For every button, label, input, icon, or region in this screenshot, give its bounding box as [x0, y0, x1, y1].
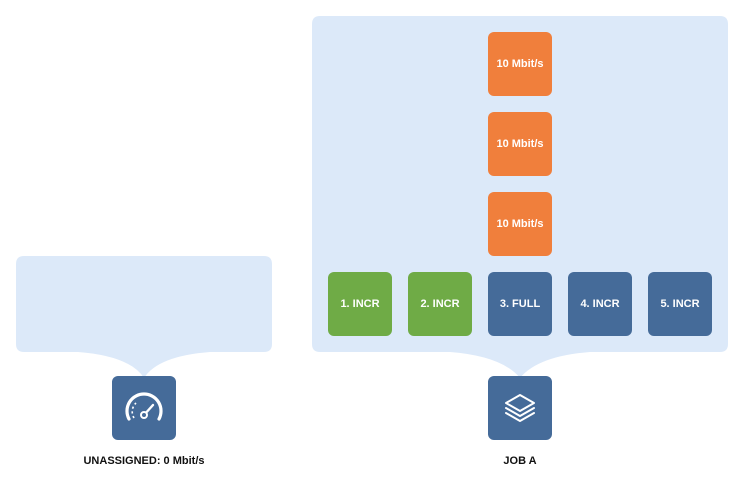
backup-label: 1. INCR	[340, 298, 380, 310]
layers-tile	[488, 376, 552, 440]
throttle-label: 10 Mbit/s	[496, 138, 544, 150]
throttle-label: 10 Mbit/s	[496, 58, 544, 70]
throttle-tile: 10 Mbit/s	[488, 32, 552, 96]
backup-tile-1: 1. INCR	[328, 272, 392, 336]
speedometer-icon	[125, 392, 163, 421]
backup-label: 5. INCR	[660, 298, 700, 310]
unassigned-panel	[16, 256, 272, 378]
throttle-label: 10 Mbit/s	[496, 218, 544, 230]
backup-tile-3: 3. FULL	[488, 272, 552, 336]
throttle-tile: 10 Mbit/s	[488, 112, 552, 176]
job-caption: JOB A	[503, 455, 537, 467]
backup-label: 3. FULL	[499, 298, 541, 310]
speedometer-tile	[112, 376, 176, 440]
backup-tile-4: 4. INCR	[568, 272, 632, 336]
backup-label: 2. INCR	[420, 298, 460, 310]
throttle-tile: 10 Mbit/s	[488, 192, 552, 256]
backup-tile-5: 5. INCR	[648, 272, 712, 336]
backup-label: 4. INCR	[580, 298, 620, 310]
backup-tile-2: 2. INCR	[408, 272, 472, 336]
unassigned-caption: UNASSIGNED: 0 Mbit/s	[83, 455, 205, 467]
layers-stack-icon	[505, 394, 535, 422]
